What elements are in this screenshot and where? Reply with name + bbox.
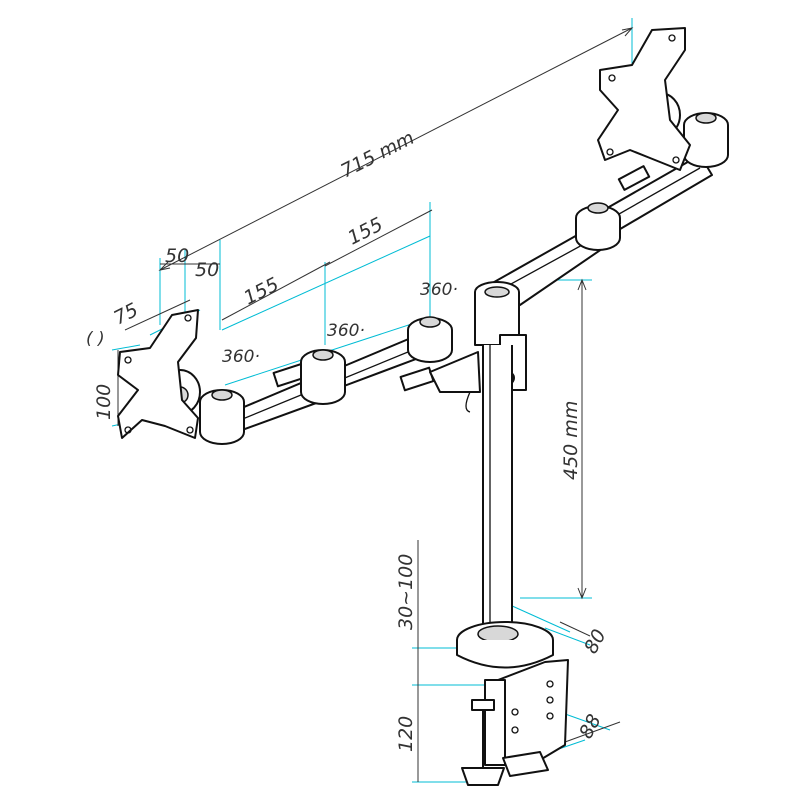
rotation-label-left: 360· xyxy=(222,347,260,367)
vesa-height-label: 100 xyxy=(93,384,115,420)
desk-thickness-label: 30~100 xyxy=(395,554,417,630)
arm-span-left-label: 155 xyxy=(240,273,282,309)
offset-b-label: 50 xyxy=(195,259,219,281)
clamp-depth-label: 88 xyxy=(575,711,606,743)
left-arm xyxy=(159,316,481,445)
pole-height-label: 450 mm xyxy=(560,401,582,480)
left-vesa-plate xyxy=(117,309,199,439)
rotation-label-top: 360· xyxy=(420,280,458,300)
tilt-symbol-left: ( ) xyxy=(86,329,105,349)
base-depth-label: 80 xyxy=(580,626,611,658)
rotation-label-middle: 360· xyxy=(327,321,365,341)
desk-clamp xyxy=(456,621,569,786)
arm-span-right-label: 155 xyxy=(344,213,386,249)
offset-a-label: 50 xyxy=(165,245,189,267)
right-arm xyxy=(479,92,729,306)
right-vesa-plate xyxy=(597,27,691,171)
total-span-label: 715 mm xyxy=(337,127,418,183)
clamp-height-label: 120 xyxy=(395,716,417,752)
pole xyxy=(474,281,527,631)
dimension-lines xyxy=(117,27,634,782)
